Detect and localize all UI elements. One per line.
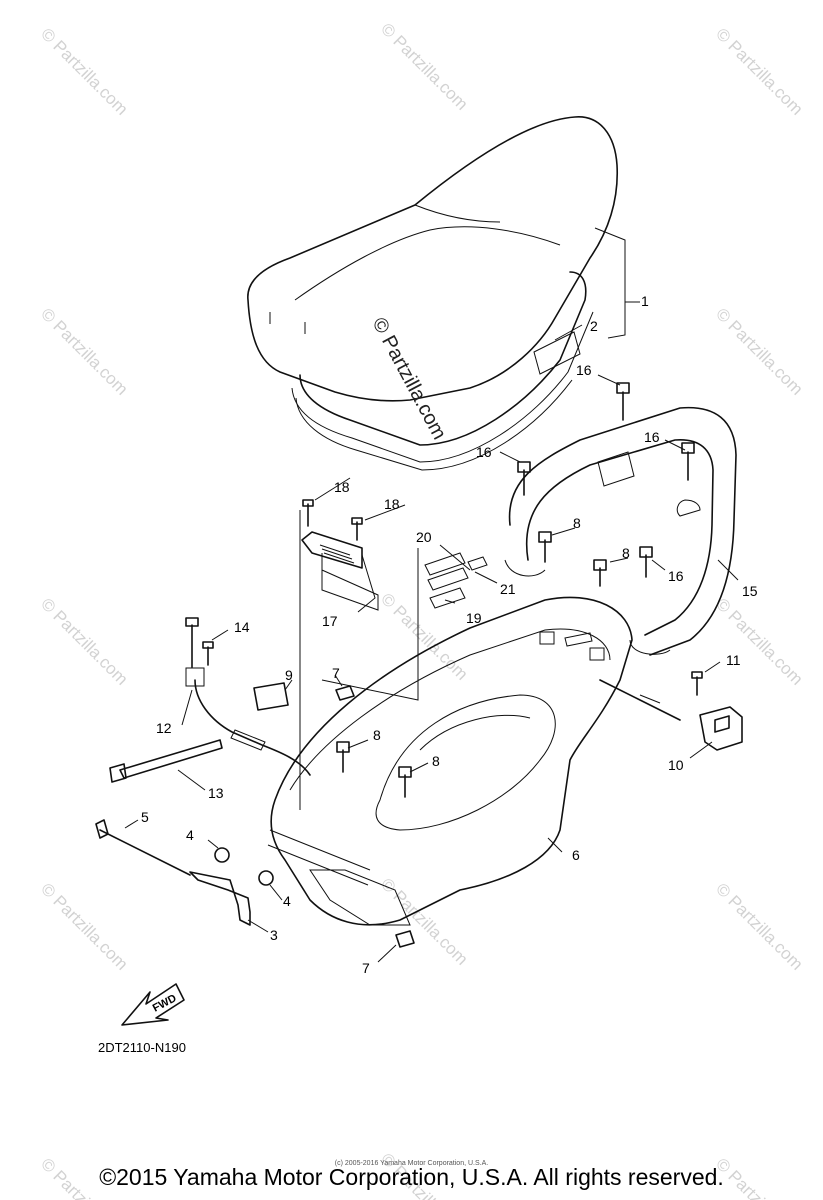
- panel-17-drawing: [301, 531, 379, 611]
- seat-lock-drawing: [699, 706, 743, 751]
- callout-7-upper: 7: [332, 665, 340, 681]
- watermark: © Partzilla.com: [37, 24, 131, 118]
- watermark: © Partzilla.com: [377, 19, 471, 113]
- bolts-drawing: [185, 382, 703, 798]
- cable-tie-drawing: [109, 739, 223, 783]
- callout-8-a: 8: [573, 515, 581, 531]
- callout-18-b: 18: [384, 496, 400, 512]
- watermark: © Partzilla.com: [377, 589, 471, 683]
- callout-7-lower: 7: [362, 960, 370, 976]
- watermark: © Partzilla.com: [37, 879, 131, 973]
- callout-4-upper: 4: [186, 827, 194, 843]
- clip-7-lower: [395, 930, 415, 948]
- callout-8-b: 8: [622, 545, 630, 561]
- callout-8-c: 8: [373, 727, 381, 743]
- diagram-code: 2DT2110-N190: [98, 1040, 186, 1055]
- callout-15: 15: [742, 583, 758, 599]
- leader-lines: [124, 227, 739, 963]
- fwd-label: FWD: [151, 992, 179, 1014]
- callout-16-b: 16: [644, 429, 660, 445]
- callout-19: 19: [466, 610, 482, 626]
- nut-4-lower: [258, 870, 274, 886]
- callout-1: 1: [641, 293, 649, 309]
- labels-drawing: [424, 552, 488, 609]
- seat-seal-drawing: [291, 271, 594, 471]
- callout-18-a: 18: [334, 479, 350, 495]
- callout-2: 2: [590, 318, 598, 334]
- callout-5: 5: [141, 809, 149, 825]
- callout-21: 21: [500, 581, 516, 597]
- pad-9-drawing: [253, 682, 289, 711]
- callout-20: 20: [416, 529, 432, 545]
- bracket-drawing: [189, 871, 251, 926]
- callout-6: 6: [572, 847, 580, 863]
- fine-print: (c) 2005-2016 Yamaha Motor Corporation, …: [334, 1160, 489, 1167]
- callout-16-c: 16: [476, 444, 492, 460]
- fwd-arrow: FWD: [121, 983, 185, 1026]
- callout-14: 14: [234, 619, 250, 635]
- callout-10: 10: [668, 757, 684, 773]
- cable-drawing: [185, 667, 681, 776]
- watermark: © Partzilla.com: [712, 24, 806, 118]
- callout-9: 9: [285, 667, 293, 683]
- clip-7-upper: [335, 685, 355, 701]
- callout-8-d: 8: [432, 753, 440, 769]
- watermark: © Partzilla.com: [37, 304, 131, 398]
- watermark: © Partzilla.com: [712, 879, 806, 973]
- callout-13: 13: [208, 785, 224, 801]
- nut-4-upper: [214, 847, 230, 863]
- shaft-drawing: [95, 819, 191, 876]
- watermark: © Partzilla.com: [712, 304, 806, 398]
- callout-16-a: 16: [576, 362, 592, 378]
- callout-3: 3: [270, 927, 278, 943]
- callout-4-lower: 4: [283, 893, 291, 909]
- watermark: © Partzilla.com: [712, 594, 806, 688]
- seat-drawing: [247, 116, 619, 402]
- callout-12: 12: [156, 720, 172, 736]
- center-watermark: © Partzilla.com: [368, 314, 451, 443]
- callout-17: 17: [322, 613, 338, 629]
- callout-16-d: 16: [668, 568, 684, 584]
- watermark-layer: © Partzilla.com © Partzilla.com © Partzi…: [37, 19, 806, 1200]
- storage-box-drawing: [267, 596, 633, 926]
- copyright-notice: ©2015 Yamaha Motor Corporation, U.S.A. A…: [99, 1164, 724, 1190]
- watermark: © Partzilla.com: [37, 594, 131, 688]
- callout-11: 11: [726, 652, 741, 668]
- callout-numbers: 1 2 3 4 4 5 6 7 7 8 8 8 8 9 10 11 12 13 …: [141, 293, 758, 976]
